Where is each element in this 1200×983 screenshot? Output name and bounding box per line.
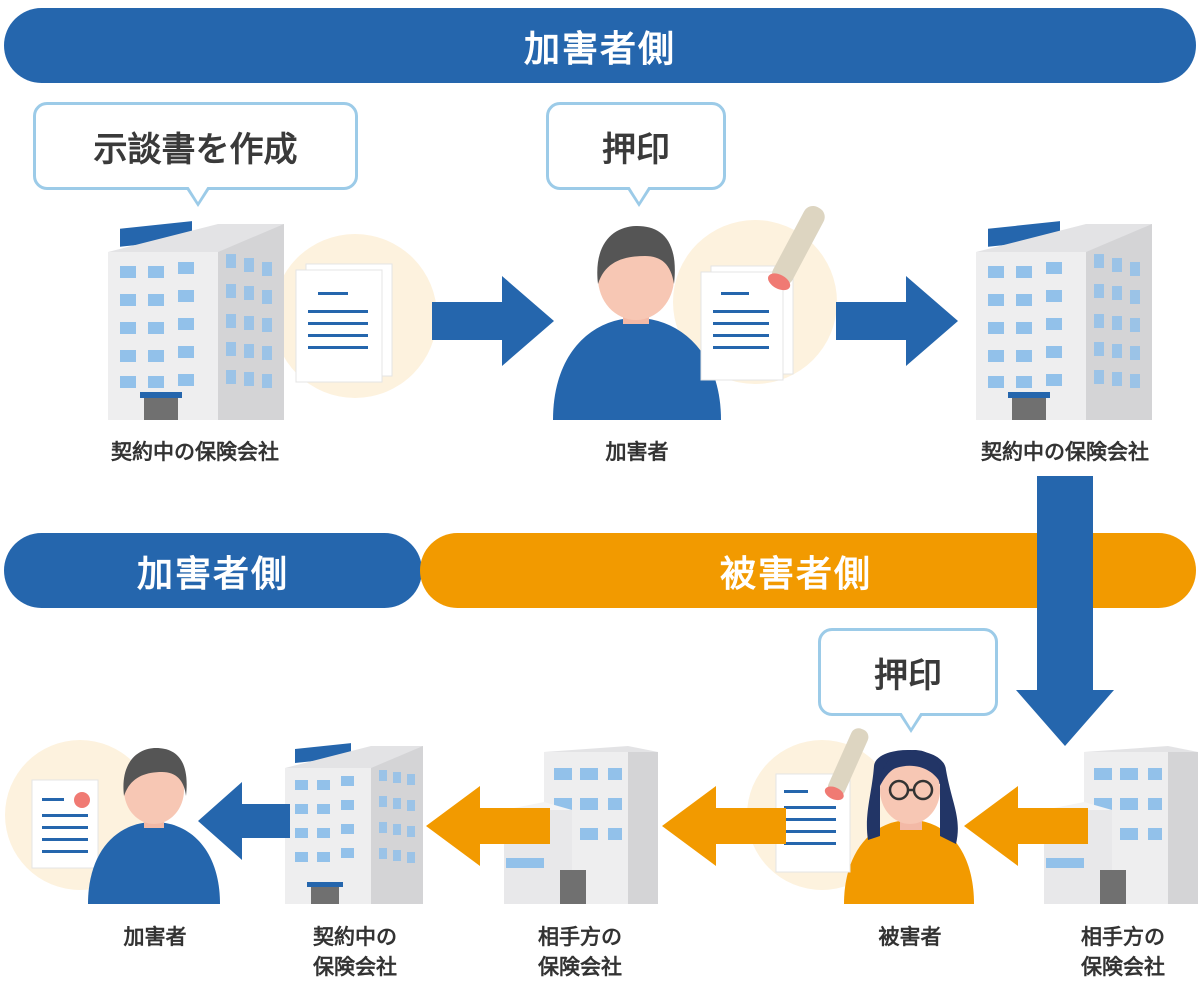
stamped-document-icon: [700, 205, 825, 381]
victim-person-icon: [844, 749, 974, 904]
label-own-insurer-1: 契約中の保険会社: [111, 440, 279, 464]
perpetrator-side-band-bottom: 加害者側: [4, 533, 422, 608]
perpetrator-person-icon-2: [88, 748, 220, 904]
label-victim: 被害者: [878, 925, 942, 949]
arrow-left-icon: [964, 786, 1088, 866]
label-other-insurer-mid: 相手方の 保険会社: [538, 925, 622, 979]
insurer-building-icon-2: [976, 221, 1152, 420]
arrow-left-icon: [662, 786, 786, 866]
insurer-building-icon-1: [108, 221, 284, 420]
arrow-down-icon: [1016, 476, 1114, 746]
arrow-left-icon: [426, 786, 550, 866]
arrow-right-icon: [432, 276, 554, 366]
speech-bubble-stamp-perpetrator: 押印: [546, 102, 726, 207]
insurer-building-icon-3: [285, 743, 423, 904]
label-own-insurer-3: 契約中の 保険会社: [313, 925, 397, 979]
perpetrator-person-icon: [553, 226, 721, 420]
arrow-left-icon: [198, 782, 290, 860]
label-own-insurer-2: 契約中の保険会社: [981, 440, 1149, 464]
other-insurer-building-icon-right: [1044, 746, 1198, 904]
label-perpetrator-1: 加害者: [605, 440, 669, 464]
band-title: 加害者側: [523, 28, 676, 70]
perpetrator-document-icon: [31, 779, 99, 869]
band-title: 被害者側: [719, 553, 872, 595]
perpetrator-side-band-top: 加害者側: [4, 8, 1196, 83]
label-perpetrator-2: 加害者: [123, 925, 187, 949]
speech-bubble-create-settlement: 示談書を作成: [33, 102, 358, 207]
speech-bubble-stamp-victim: 押印: [818, 628, 998, 733]
label-other-insurer-right: 相手方の 保険会社: [1081, 925, 1165, 979]
band-title: 加害者側: [136, 553, 289, 595]
settlement-document-icon: [295, 263, 393, 383]
arrow-right-icon: [836, 276, 958, 366]
